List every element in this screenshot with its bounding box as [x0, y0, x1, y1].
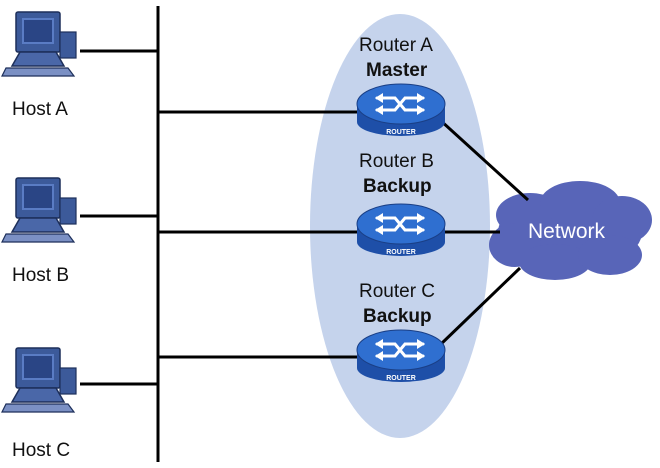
router-a-badge: ROUTER: [386, 129, 416, 136]
router-c-role: Backup: [363, 306, 432, 327]
router-c-badge: ROUTER: [386, 375, 416, 382]
router-a-wan-link: [438, 118, 530, 202]
host-b-computer-icon: [1, 177, 77, 243]
router-b-role: Backup: [363, 176, 432, 197]
router-b-name: Router B: [359, 151, 434, 172]
host-b-label: Host B: [12, 265, 70, 286]
network-label: Network: [528, 220, 606, 243]
router-a-role: Master: [366, 60, 428, 81]
host-c-label: Host C: [12, 440, 71, 461]
router-a-name: Router A: [359, 35, 433, 56]
router-b-badge: ROUTER: [386, 249, 416, 256]
host-a-computer-icon: [1, 11, 77, 77]
network-cloud: [489, 181, 652, 280]
host-c-computer-icon: [1, 347, 77, 413]
host-a-label: Host A: [12, 99, 68, 120]
router-a-icon: ROUTER: [356, 83, 446, 136]
router-b-icon: ROUTER: [356, 203, 446, 256]
router-c-name: Router C: [359, 281, 436, 302]
router-c-wan-link: [438, 266, 522, 347]
router-c-icon: ROUTER: [356, 329, 446, 382]
